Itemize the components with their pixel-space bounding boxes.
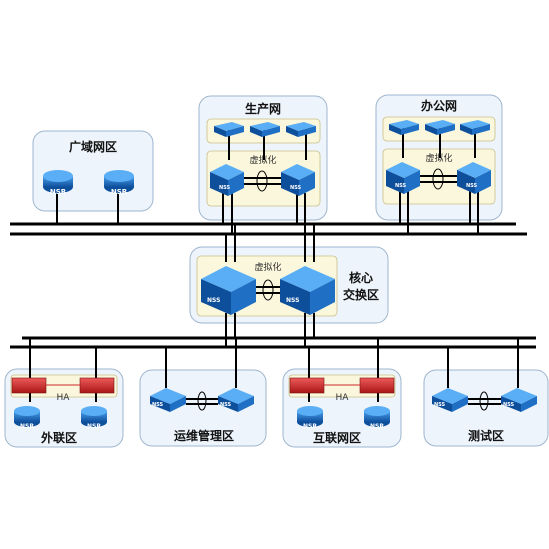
firewall-external-2 [79,377,115,394]
test-switch-1: NSS [432,388,468,412]
backbone-bus-upper [10,222,527,236]
switch-label: NSS [220,402,232,408]
virtual-switch-production-2: NSS [281,164,315,196]
switch-label: NSS [207,297,220,304]
router-label: NSR [111,188,128,196]
zone-production-label: 生产网 [245,101,281,116]
ha-link-internet: HA [324,384,360,403]
access-switch-production-1 [214,122,244,137]
switch-label: NSS [152,402,164,408]
virtual-link-test [468,391,501,411]
zone-ops: 运维管理区 [139,369,267,447]
access-switch-office-2 [425,120,455,135]
router-label: NSR [303,423,317,430]
virtual-link-production [244,170,281,192]
router-nsr-wan-2: NSR [104,170,134,196]
switch-label: NSS [466,183,478,189]
router-nsr-internet-2: NSR [364,406,390,430]
router-nsr-internet-1: NSR [297,406,323,430]
router-label: NSR [370,423,384,430]
router-nsr-external-2: NSR [81,406,107,430]
virtual-link-core [256,279,280,301]
zone-external-label: 外联区 [41,430,77,445]
access-switch-office-1 [389,120,419,135]
switch-label: NSS [395,183,407,189]
virtual-switch-office-1: NSS [386,162,420,194]
router-nsr-wan-1: NSR [43,170,73,196]
backbone-bus-lower [10,336,536,349]
access-switch-production-2 [250,122,280,137]
router-nsr-external-1: NSR [14,406,40,430]
zone-core-label-line2: 交换区 [343,287,379,302]
test-switch-2: NSS [501,388,537,412]
ops-switch-1: NSS [150,388,186,412]
firewall-external-1 [11,377,47,394]
switch-label: NSS [434,402,446,408]
core-switch-2: NSS [280,266,335,315]
virtual-link-office [420,168,457,190]
uplink-lines [29,128,519,402]
switch-label: NSS [219,185,231,191]
firewall-internet-2 [359,377,395,394]
access-switch-production-3 [286,122,316,137]
ha-label: HA [336,393,350,403]
router-label: NSR [20,423,34,430]
ha-link-external: HA [46,384,80,403]
zone-test-label: 测试区 [468,428,504,443]
virtualization-label: 虚拟化 [254,261,281,273]
zone-internet-label: 互联网区 [313,431,361,445]
ops-switch-2: NSS [218,388,254,412]
ha-label: HA [57,393,71,403]
switch-label: NSS [503,402,515,408]
virtual-link-ops [186,391,218,411]
zone-core-label-line1: 核心 [349,270,373,285]
zone-ops-label: 运维管理区 [174,428,234,443]
router-label: NSR [87,423,101,430]
virtual-switch-office-2: NSS [457,162,491,194]
zone-wan-label: 广域网区 [69,139,117,154]
virtual-switch-production-1: NSS [210,164,244,196]
router-label: NSR [50,188,67,196]
switch-label: NSS [286,297,299,304]
access-switch-office-3 [460,120,490,135]
core-switch-1: NSS [201,266,256,315]
firewall-internet-1 [289,377,325,394]
zone-office-label: 办公网 [421,98,457,113]
switch-label: NSS [290,185,302,191]
